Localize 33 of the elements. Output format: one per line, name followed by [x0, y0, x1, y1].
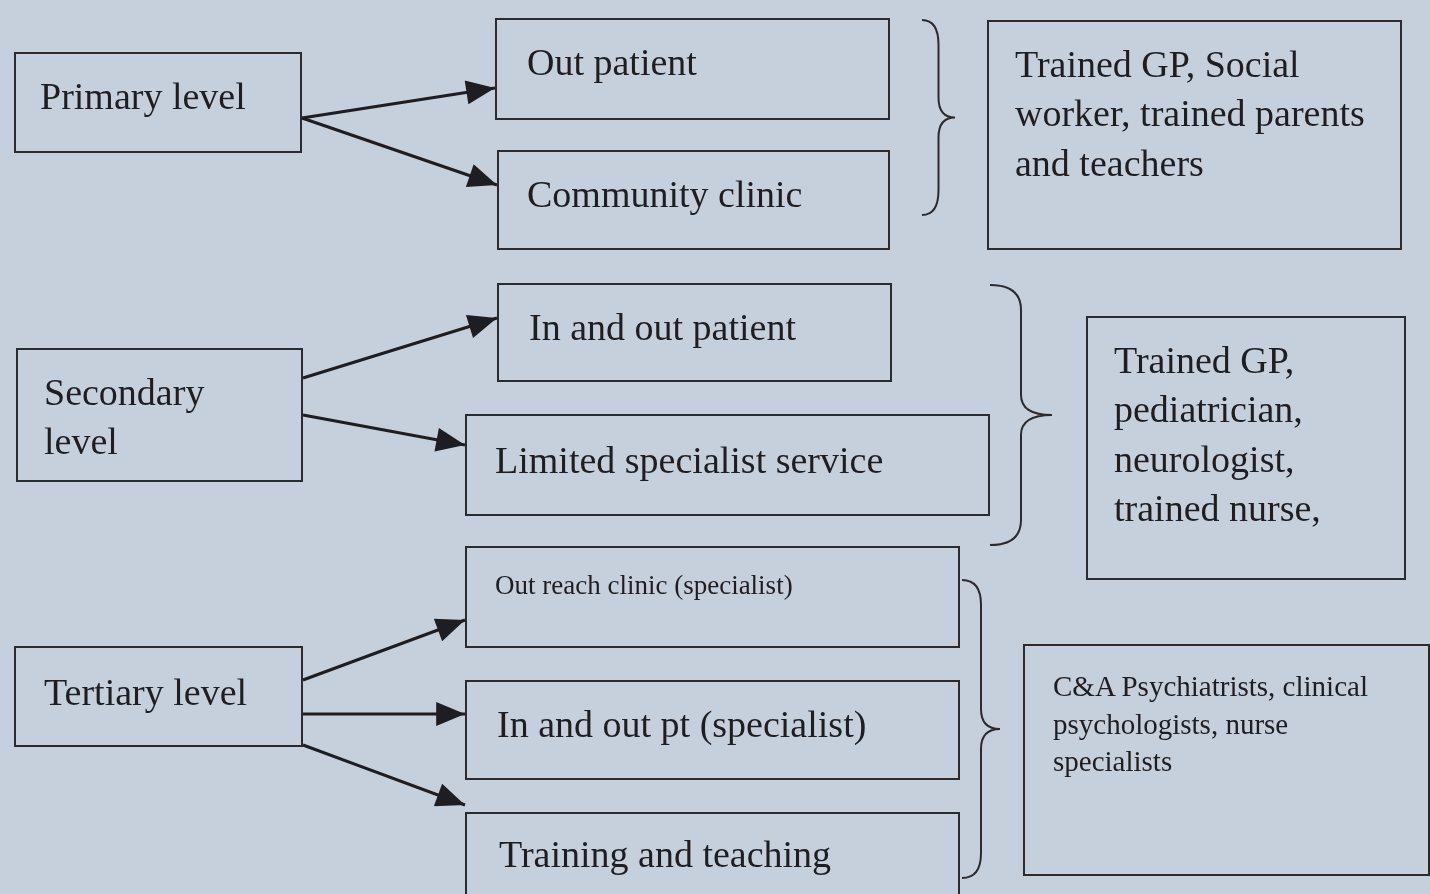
- box-label: Training and teaching: [499, 832, 833, 877]
- arrow: [302, 413, 466, 452]
- box-label: Trained GP, pediatrician, neurologist, trained nurse,: [1114, 338, 1322, 532]
- box-label: Tertiary level: [44, 670, 249, 715]
- text-box: [465, 414, 990, 516]
- text-box: [465, 812, 960, 894]
- arrow: [302, 618, 466, 682]
- arrow: [302, 743, 466, 807]
- text-box: [465, 680, 960, 780]
- box-label: Primary level: [40, 74, 247, 119]
- arrow: [301, 80, 496, 120]
- box-label: In and out patient: [529, 305, 797, 350]
- text-box: [497, 283, 892, 382]
- text-box: [14, 646, 303, 747]
- box-label: In and out pt (specialist): [497, 702, 868, 747]
- box-label: Out patient: [527, 40, 698, 85]
- box-label: Community clinic: [527, 172, 804, 217]
- text-box: [495, 18, 890, 120]
- arrow: [302, 315, 498, 380]
- text-box: [1023, 644, 1430, 876]
- arrow: [303, 702, 465, 726]
- text-box: [16, 348, 303, 482]
- box-label: Secondary level: [44, 370, 206, 465]
- text-box: [465, 546, 960, 648]
- arrow: [301, 116, 498, 187]
- text-box: [987, 20, 1402, 250]
- text-box: [14, 52, 302, 153]
- text-box: [1086, 316, 1406, 580]
- text-box: [497, 150, 890, 250]
- box-label: C&A Psychiatrists, clinical psychologists, nurse specialists: [1053, 669, 1369, 780]
- box-label: Out reach clinic (specialist): [495, 569, 794, 602]
- box-label: Trained GP, Social worker, trained parents and teachers: [1015, 42, 1366, 186]
- box-label: Limited specialist service: [495, 438, 885, 483]
